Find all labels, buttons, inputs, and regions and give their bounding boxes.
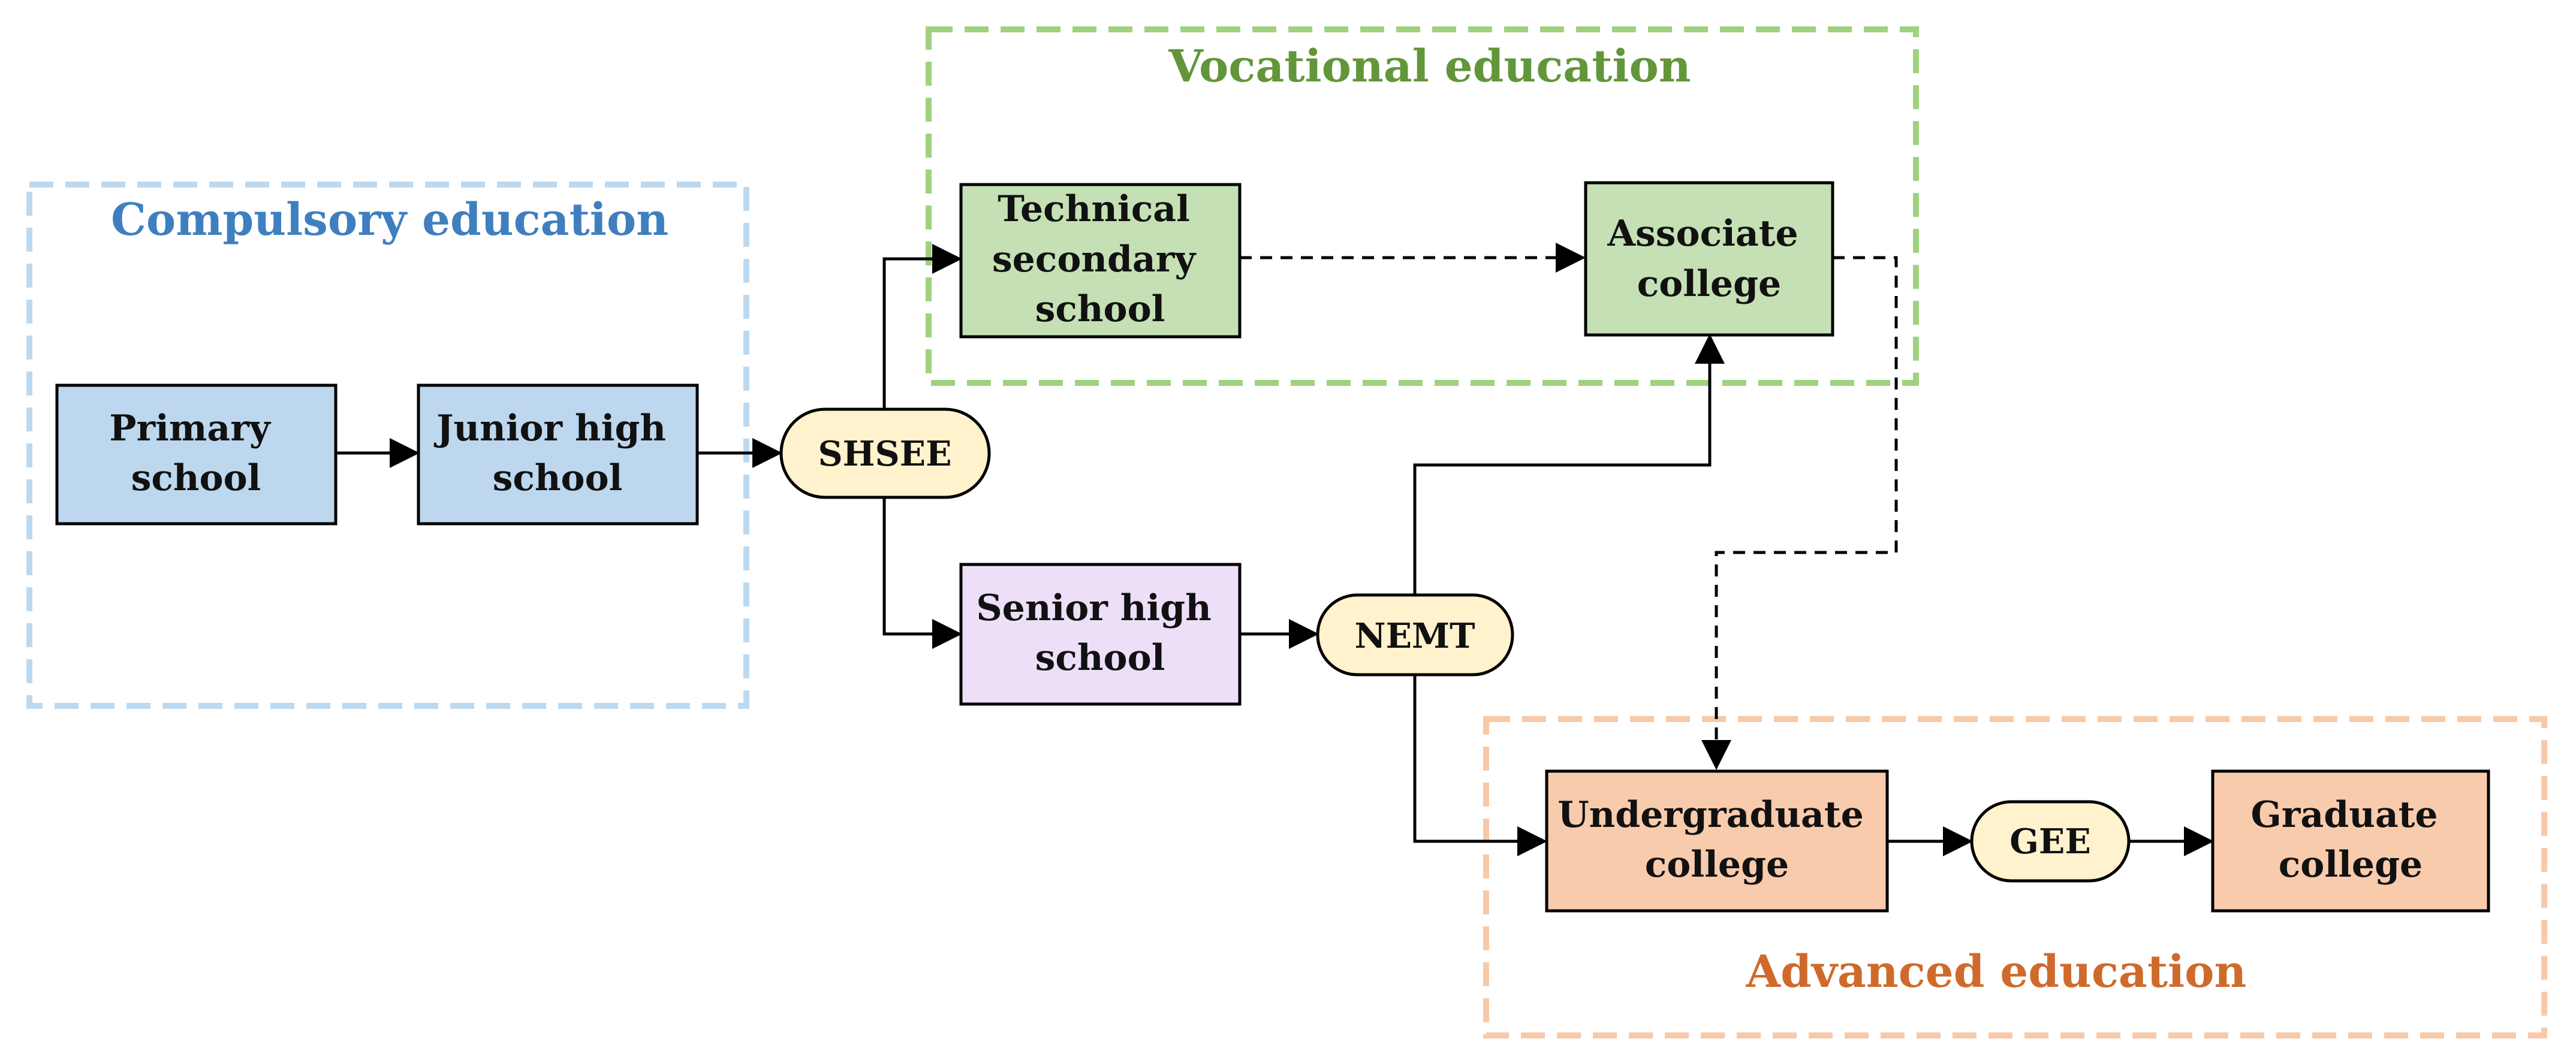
primary-school-label-line: Primary — [109, 407, 271, 449]
graduate-college-label-line: college — [2279, 844, 2423, 886]
arrow-shsee-to-technical — [882, 244, 962, 409]
undergraduate-college-label-line: college — [1645, 844, 1789, 886]
vocational-region-title: Vocational education — [1168, 41, 1691, 92]
technical-secondary-school-box — [959, 183, 1242, 339]
technical-secondary-school-label-line: school — [1035, 288, 1165, 330]
junior-high-school-label-line: Junior high — [433, 407, 666, 449]
junior-high-school-box — [417, 383, 699, 526]
vocational-region-frame — [926, 26, 1919, 386]
undergraduate-college-box — [1545, 769, 1889, 913]
solid-connectors — [336, 244, 2214, 856]
junior-high-school-label: Junior high school — [433, 407, 679, 499]
graduate-college-label: Graduate college — [2251, 794, 2451, 886]
nemt-exam-pill — [1316, 593, 1514, 677]
undergraduate-college-label: Undergraduate college — [1557, 794, 1876, 886]
gee-exam-label: GEE — [2009, 822, 2091, 862]
technical-secondary-school-label-line: secondary — [992, 238, 1197, 280]
dashed-connectors — [1240, 243, 1898, 770]
senior-high-school-box — [959, 563, 1242, 706]
associate-college-box — [1584, 181, 1834, 337]
associate-college-label: Associate college — [1607, 213, 1810, 305]
technical-secondary-school-label-line: Technical — [998, 188, 1190, 230]
undergraduate-college-label-line: Undergraduate — [1557, 794, 1863, 836]
arrow-nemt-to-undergraduate — [1413, 675, 1547, 856]
shsee-exam-label: SHSEE — [818, 434, 951, 474]
shsee-exam-pill — [779, 407, 991, 499]
advanced-region-frame — [1483, 716, 2547, 1038]
primary-school-label-line: school — [131, 457, 261, 499]
graduate-college-label-line: Graduate — [2251, 794, 2438, 836]
senior-high-school-label-line: school — [1035, 637, 1165, 679]
arrow-shsee-to-senior — [882, 497, 962, 649]
senior-high-school-label: Senior high school — [976, 587, 1224, 679]
graduate-college-box — [2211, 769, 2490, 913]
senior-high-school-label-line: Senior high — [976, 587, 1211, 629]
gee-exam-pill — [1970, 800, 2131, 883]
advanced-region-title: Advanced education — [1746, 946, 2247, 998]
associate-college-label-line: college — [1637, 263, 1781, 305]
primary-school-box — [55, 383, 338, 526]
technical-secondary-school-label: Technical secondary school — [992, 188, 1208, 330]
junior-high-school-label-line: school — [493, 457, 623, 499]
compulsory-region-title: Compulsory education — [111, 194, 668, 246]
arrow-nemt-to-associate — [1413, 334, 1725, 595]
primary-school-label: Primary school — [109, 407, 282, 499]
dashed-arrow-associate-to-undergraduate — [1701, 256, 1898, 770]
nemt-exam-label: NEMT — [1354, 616, 1475, 656]
associate-college-label-line: Associate — [1607, 213, 1798, 255]
compulsory-region-frame — [26, 182, 749, 709]
